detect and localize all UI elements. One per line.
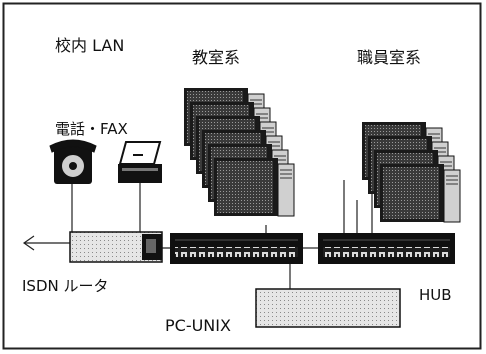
phone-fax-label: 電話・FAX	[55, 120, 128, 138]
staffroom-hub	[318, 233, 455, 264]
lan-label: 校内 LAN	[55, 36, 124, 55]
staffroom-pc-stack	[362, 122, 460, 222]
external-line-arrow	[24, 236, 70, 250]
classroom-pc-stack	[184, 88, 294, 216]
fax-icon	[118, 142, 162, 183]
isdn-router-label: ISDN ルータ	[22, 277, 109, 295]
pc-unix-server	[256, 289, 400, 327]
classroom-hub	[170, 233, 303, 264]
isdn-router	[70, 232, 162, 262]
telephone-icon	[50, 140, 96, 184]
classroom-label: 教室系	[192, 48, 240, 67]
hub-label: HUB	[419, 286, 452, 304]
pc-unix-label: PC-UNIX	[165, 316, 231, 335]
staffroom-label: 職員室系	[357, 48, 421, 67]
